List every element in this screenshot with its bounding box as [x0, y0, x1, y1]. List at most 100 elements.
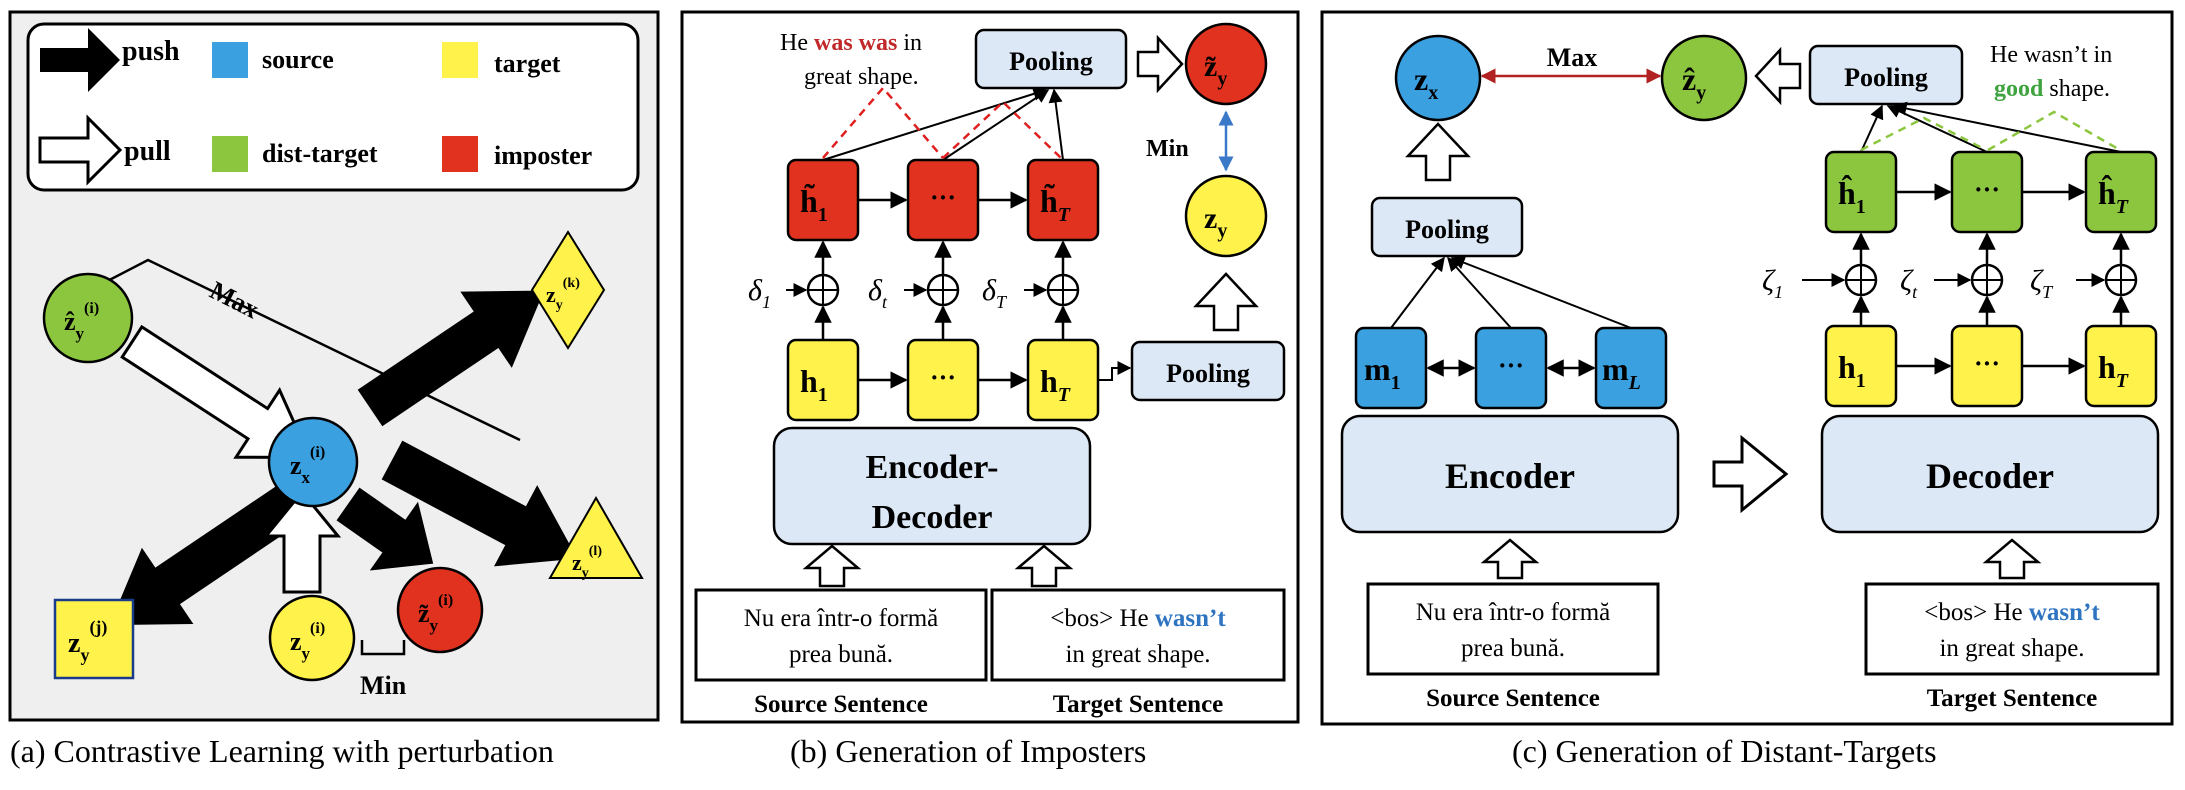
target-sentence-box-c: [1864, 582, 2160, 676]
pull-arrow-b-right: [1193, 272, 1259, 332]
max-label-c: Max: [1547, 43, 1598, 72]
pooling-label-b-right: Pooling: [1166, 359, 1250, 388]
legend-imposter-swatch: [442, 136, 478, 172]
legend-pull-label: pull: [124, 136, 171, 167]
dashed-red-1: [822, 86, 944, 159]
h-T-c: hT: [2084, 324, 2158, 408]
up-arrow-target-b: [1014, 544, 1074, 588]
node-z-y-b: zy: [1184, 174, 1268, 258]
delta-1: δ1: [748, 274, 771, 312]
push-arrow-to-zl: [381, 440, 578, 567]
m-dots-c: ···: [1474, 326, 1548, 410]
caption-b: (b) Generation of Imposters: [790, 733, 1146, 769]
h-dots-c: ···: [1950, 324, 2024, 408]
push-arrow-to-zj: [109, 483, 305, 626]
source-sentence-box-b: [694, 588, 988, 682]
min-label-a: Min: [360, 671, 407, 700]
hhat-dots-c: ···: [1950, 150, 2024, 234]
svg-text:zy(j): zy(j): [68, 617, 107, 665]
svg-text:zy: zy: [1204, 202, 1227, 242]
node-z-x-i: zx(i): [267, 416, 359, 508]
imposter-sentence-line1: He was was in: [780, 30, 922, 56]
svg-text:···: ···: [1974, 175, 2000, 204]
line-m-1-pool: [1390, 256, 1445, 329]
svg-text:···: ···: [1498, 351, 1524, 380]
distant-sentence-line1: He wasn’t in: [1990, 42, 2112, 68]
decoder-label: Decoder: [1926, 456, 2054, 496]
zeta-T: ζT: [2030, 264, 2054, 302]
svg-text:zx(i): zx(i): [290, 444, 325, 487]
svg-text:h̃1: h̃1: [800, 183, 828, 226]
pooling-box-c-top: [1808, 44, 1964, 106]
pooling-box-b-right: [1130, 340, 1286, 402]
legend-dist-target-swatch: [212, 136, 248, 172]
svg-text:h̃T: h̃T: [1040, 183, 1071, 226]
caption-a: (a) Contrastive Learning with perturbati…: [10, 733, 554, 769]
svg-text:h1: h1: [1838, 349, 1866, 392]
source-sentence-box-c: [1366, 582, 1660, 676]
target-label-b: Target Sentence: [1053, 691, 1224, 718]
encoder-decoder-line2: Decoder: [872, 499, 993, 536]
caption-c: (c) Generation of Distant-Targets: [1512, 733, 1937, 769]
pooling-label-c-left: Pooling: [1405, 215, 1489, 244]
line-htilde-1-pool: [822, 87, 1048, 161]
h-T-b: hT: [1026, 338, 1100, 422]
source-text-c-line1: Nu era într-o formă: [1416, 599, 1611, 626]
legend-target-swatch: [442, 42, 478, 78]
zeta-t: ζt: [1900, 264, 1918, 302]
encoder-decoder-box: [772, 426, 1092, 546]
node-z-y-k: zy(k): [530, 230, 606, 350]
pooling-label-c-top: Pooling: [1844, 63, 1928, 92]
pull-arrow-c-left: [1405, 122, 1471, 182]
target-text-b-line1: <bos> He wasn’t: [1050, 605, 1226, 632]
zeta-1: ζ1: [1762, 264, 1783, 302]
panel-b: He was was in great shape. Pooling z̃y M…: [680, 10, 1300, 724]
node-z-x-c: zx: [1394, 34, 1482, 122]
svg-text:zy(i): zy(i): [290, 620, 325, 663]
svg-text:m1: m1: [1364, 351, 1401, 394]
pooling-label-b-top: Pooling: [1009, 47, 1093, 76]
encoder-decoder-line1: Encoder-: [866, 449, 999, 486]
legend-target-label: target: [494, 49, 561, 78]
legend-source-label: source: [262, 45, 334, 74]
hhat-1-c: ĥ1: [1824, 150, 1898, 234]
imposter-sentence-line2: great shape.: [804, 64, 919, 90]
line-m-3-pool: [1450, 256, 1632, 329]
encoder-label: Encoder: [1445, 456, 1575, 496]
target-text-c-line2: in great shape.: [1939, 635, 2084, 662]
node-z-y-i: zy(i): [268, 594, 356, 682]
dashed-green-1: [1860, 116, 1987, 152]
push-arrow-icon: [40, 28, 120, 92]
source-label-b: Source Sentence: [754, 691, 928, 718]
pull-arrow-from-zy: [262, 489, 342, 594]
line-hhat-3-pool: [1892, 101, 2122, 153]
node-zhat-y-i: ẑy(i): [42, 272, 134, 364]
source-text-b-line2: prea bună.: [789, 641, 893, 668]
node-ztilde-y-i: z̃y(i): [396, 566, 484, 654]
h-1-b: h1: [786, 338, 860, 422]
source-text-c-line2: prea bună.: [1461, 635, 1565, 662]
min-bracket: [360, 640, 406, 656]
svg-text:hT: hT: [2098, 349, 2129, 392]
svg-text:mL: mL: [1602, 351, 1641, 394]
h-dots-b: ···: [906, 338, 980, 422]
pull-arrow-b-top: [1136, 34, 1184, 94]
push-arrow-to-zk: [357, 290, 545, 427]
pull-arrow-c-top: [1754, 46, 1802, 106]
legend-push-label: push: [122, 36, 180, 67]
panel-a: push source target pull dist-target impo…: [8, 10, 660, 722]
line-hhat-1-pool: [1860, 104, 1884, 153]
target-sentence-box-b: [990, 588, 1286, 682]
distant-sentence-line2: good shape.: [1994, 76, 2110, 102]
source-text-b-line1: Nu era într-o formă: [744, 605, 939, 632]
up-arrow-target-c: [1982, 538, 2042, 580]
panel-c: zx Max ẑy Pooling He wasn’t in good shap…: [1320, 10, 2174, 726]
svg-text:zy(k): zy(k): [546, 276, 580, 313]
dashed-green-2: [1987, 110, 2121, 152]
hhat-T-c: ĥT: [2084, 150, 2158, 234]
svg-text:zx: zx: [1414, 61, 1438, 104]
encoder-to-decoder-arrow: [1712, 434, 1789, 514]
legend-box: [26, 22, 640, 192]
